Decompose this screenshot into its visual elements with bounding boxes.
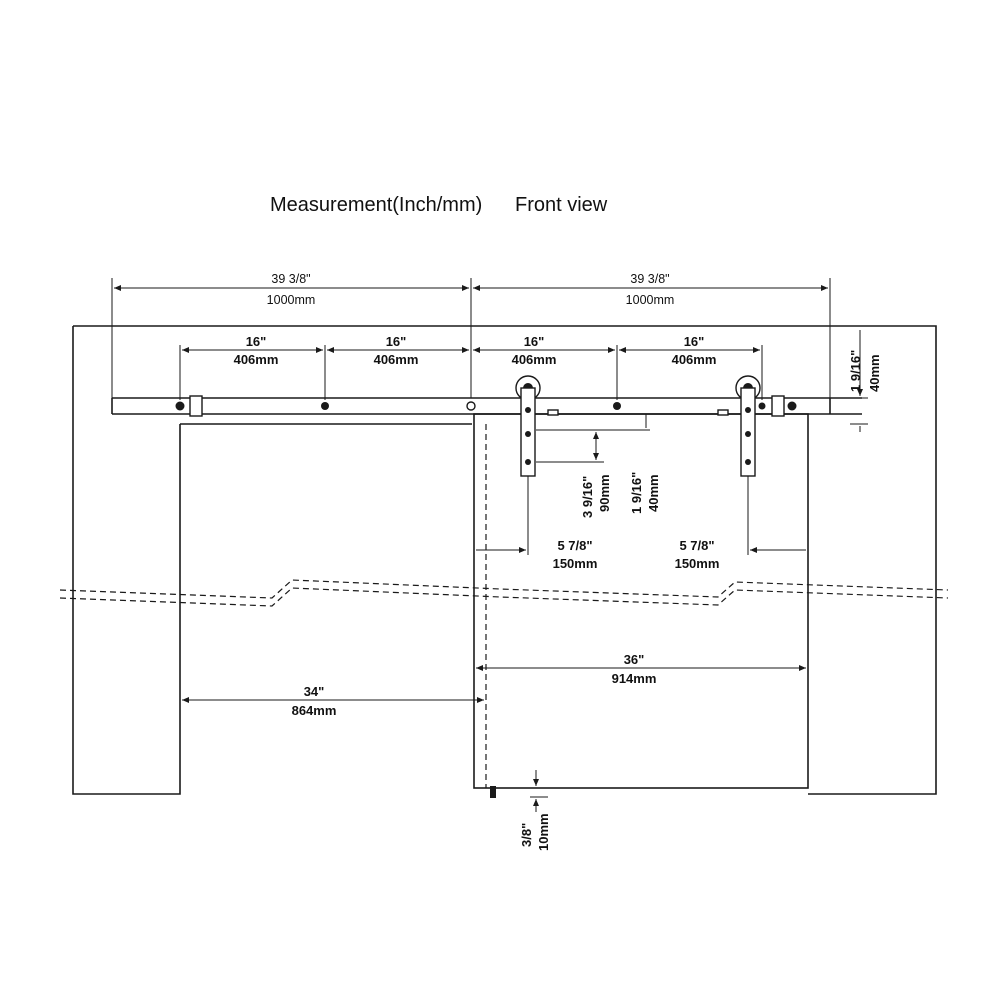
label-spacing3-mm: 406mm (512, 352, 557, 367)
anti-jump-block-left (547, 409, 559, 416)
label-hanger-right-mm: 150mm (675, 556, 720, 571)
rail-end-cap-right (787, 401, 797, 411)
wall-bolt-3 (613, 402, 621, 410)
stopper-right (771, 395, 785, 417)
label-rail-right-in: 39 3/8" (630, 272, 669, 286)
label-spacing3-in: 16" (524, 334, 545, 349)
dim-floor-gap (530, 770, 548, 812)
heading-measurement: Measurement(Inch/mm) (270, 194, 482, 216)
dim-hanger-offsets (476, 476, 806, 555)
label-opening-width-mm: 864mm (292, 703, 337, 718)
heading-front-view: Front view (515, 194, 608, 216)
anti-jump-block-right (717, 409, 729, 416)
rail-end-cap-left (175, 401, 185, 411)
wall-outline (72, 325, 937, 795)
rail-bolt-right-end (758, 402, 766, 410)
dim-rail-offset (850, 330, 868, 432)
label-rail-left-in: 39 3/8" (271, 272, 310, 286)
track-rail (111, 395, 862, 417)
hanger-right (717, 375, 761, 477)
break-line (59, 579, 949, 607)
label-spacing4-mm: 406mm (672, 352, 717, 367)
label-door-width-in: 36" (624, 652, 645, 667)
label-opening-width-in: 34" (304, 684, 325, 699)
label-rail-right-mm: 1000mm (626, 293, 675, 307)
label-hanger-right-in: 5 7/8" (679, 538, 714, 553)
stopper-left (189, 395, 203, 417)
label-spacing1-in: 16" (246, 334, 267, 349)
label-hanger-left-in: 5 7/8" (557, 538, 592, 553)
dim-bolt-spacing (179, 345, 763, 400)
label-floor-gap-mm: 10mm (536, 813, 551, 851)
label-hanger-top-mm: 40mm (646, 474, 661, 512)
hanger-left (515, 375, 559, 477)
label-door-width-mm: 914mm (612, 671, 657, 686)
label-spacing4-in: 16" (684, 334, 705, 349)
dim-rail-sections (111, 278, 831, 398)
label-floor-gap-in: 3/8" (519, 823, 534, 847)
wall-bolt-1 (321, 402, 329, 410)
label-spacing1-mm: 406mm (234, 352, 279, 367)
label-hanger-left-mm: 150mm (553, 556, 598, 571)
label-spacing2-in: 16" (386, 334, 407, 349)
label-rail-offset-mm: 40mm (867, 354, 882, 392)
floor-guide (490, 786, 496, 798)
label-spacing2-mm: 406mm (374, 352, 419, 367)
label-hanger-height-in: 3 9/16" (580, 476, 595, 518)
label-hanger-height-mm: 90mm (597, 474, 612, 512)
label-rail-left-mm: 1000mm (267, 293, 316, 307)
rail-joint-connector (466, 401, 476, 411)
label-rail-offset-in: 1 9/16" (848, 350, 863, 392)
dim-hanger-heights (536, 414, 650, 463)
label-hanger-top-in: 1 9/16" (629, 472, 644, 514)
